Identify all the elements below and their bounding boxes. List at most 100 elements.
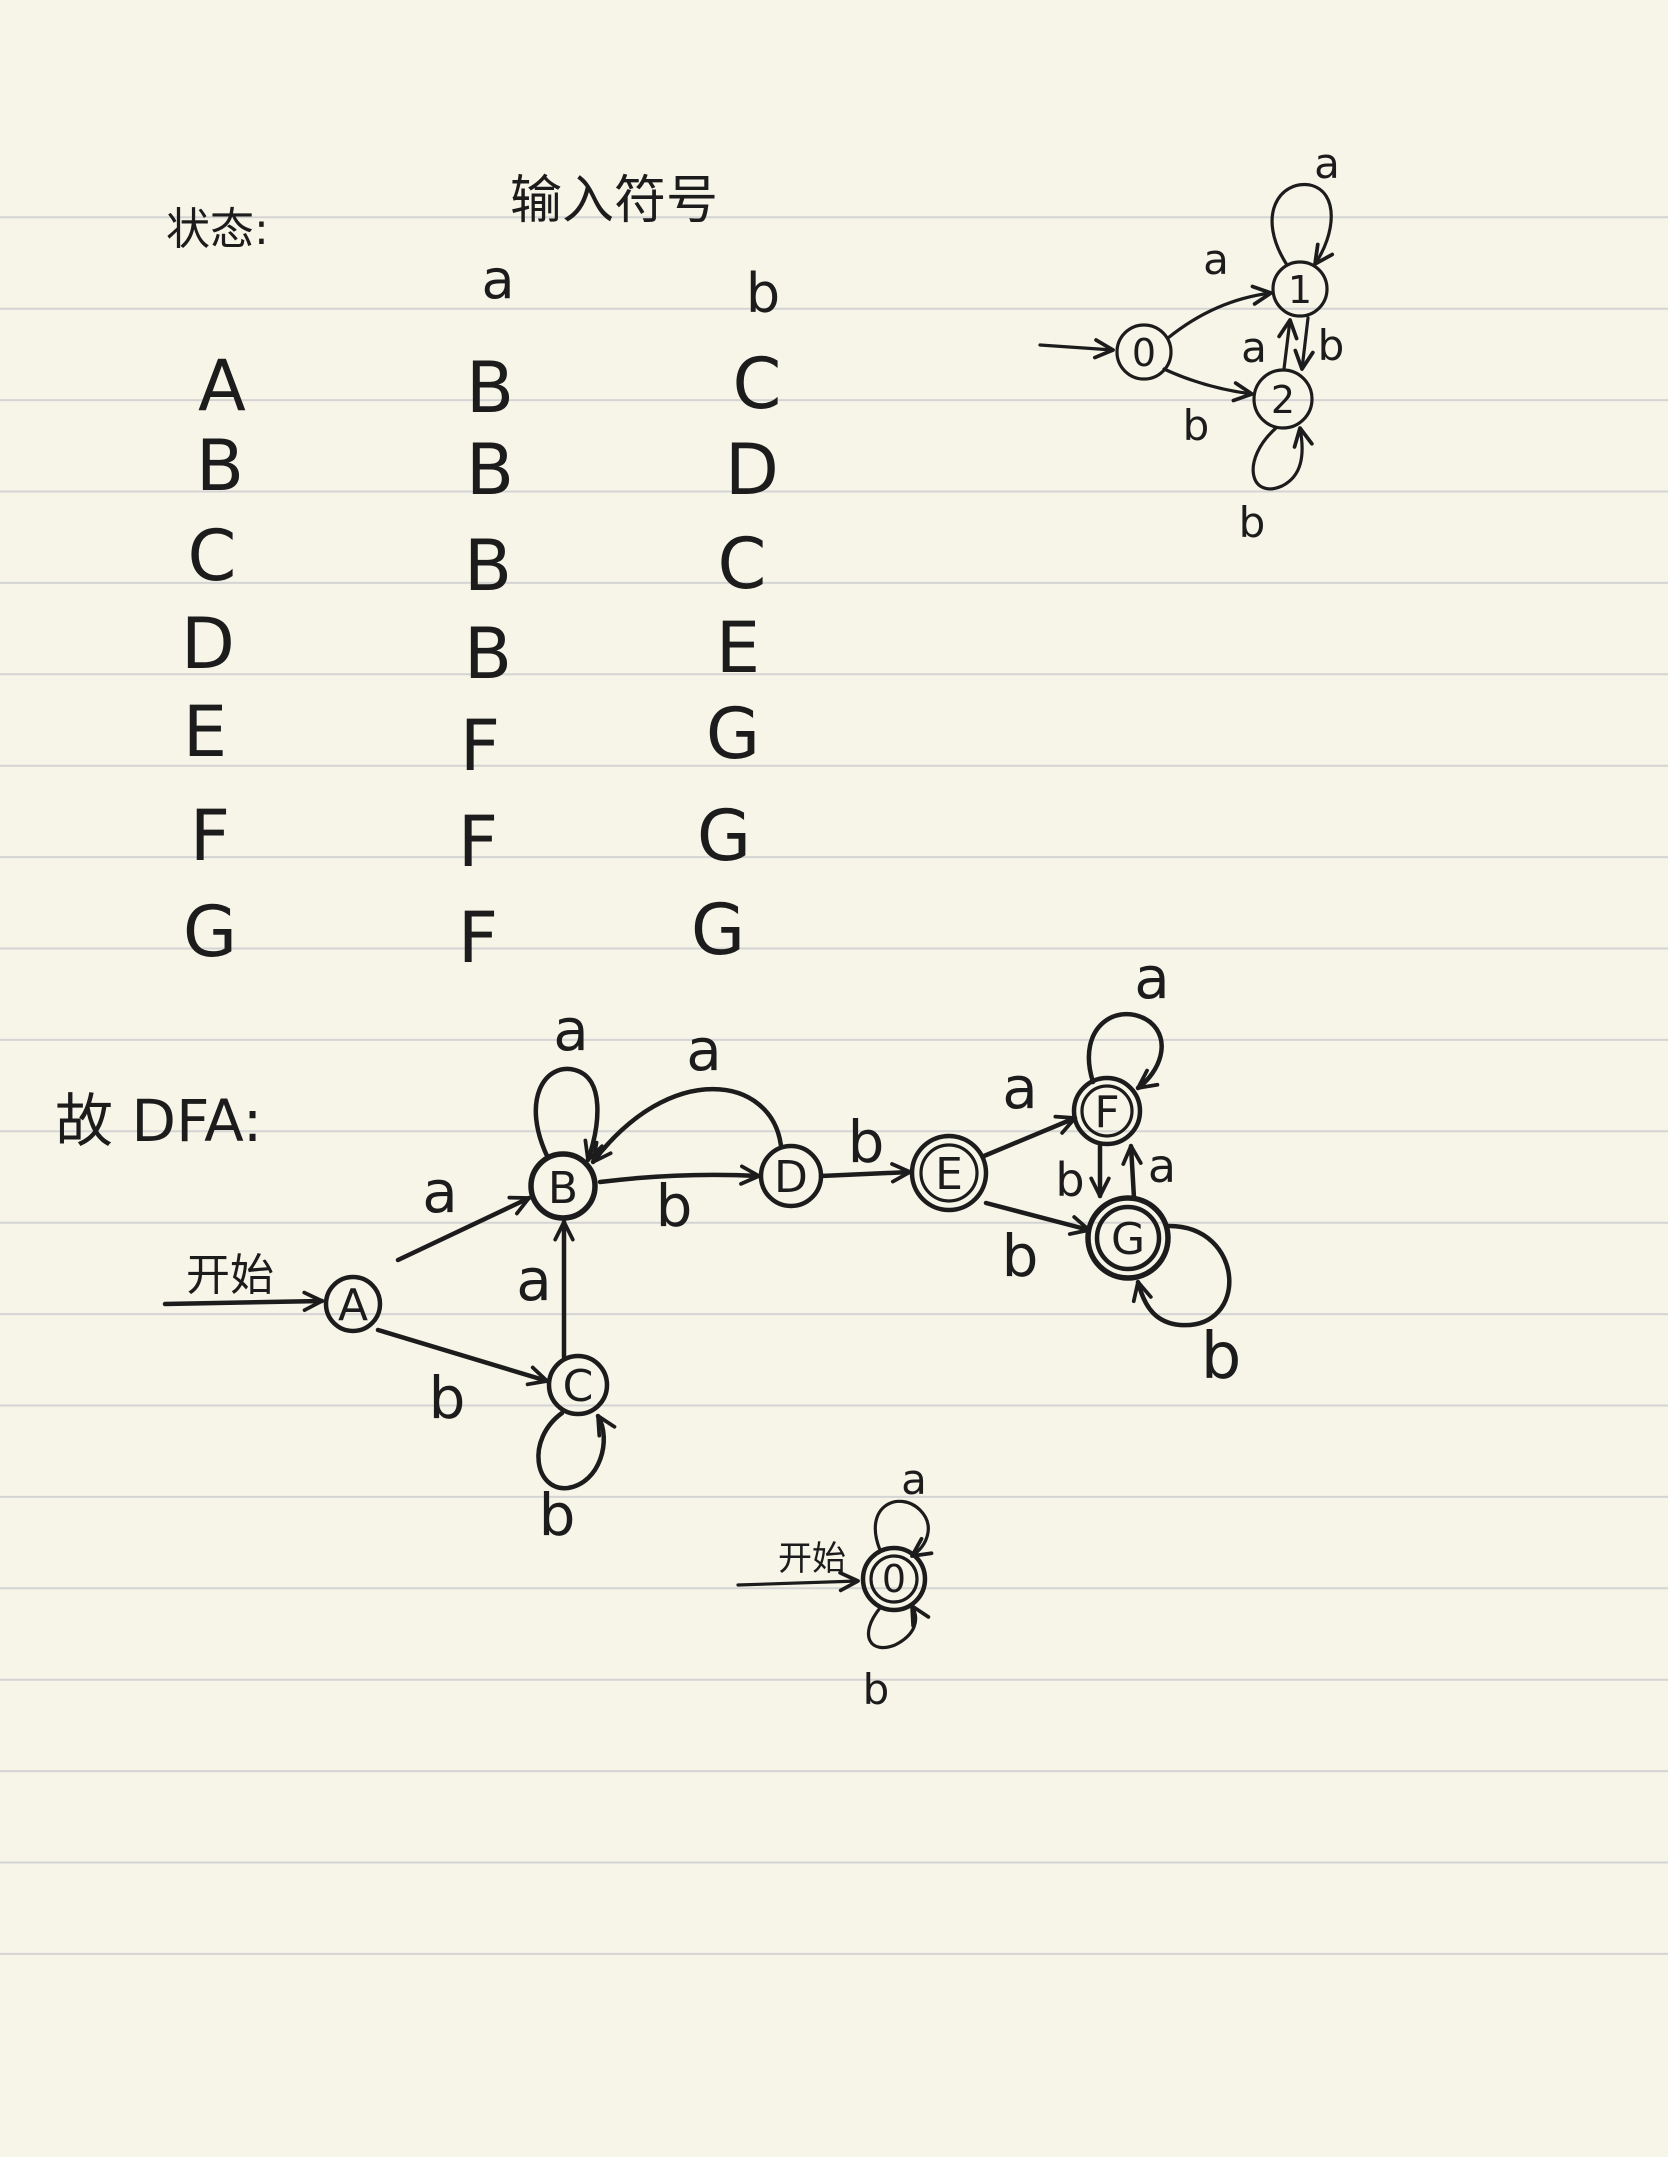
nfa-state: 0 — [1115, 323, 1173, 381]
self-loop-arrow — [1251, 426, 1314, 491]
state-circle — [546, 1353, 610, 1417]
transition-label: a — [422, 1158, 458, 1226]
nfa-start-arrow — [1038, 338, 1115, 360]
transition-arrow — [818, 1162, 913, 1184]
state-circle — [323, 1274, 383, 1334]
self-loop-arrow — [873, 1499, 934, 1558]
min-dfa-diagram: 开始 0 a b — [736, 1455, 934, 1714]
transition-label: b — [429, 1364, 466, 1432]
dfa-transition: b — [983, 1200, 1092, 1290]
row-state: A — [198, 345, 246, 427]
state-outer-circle — [1085, 1195, 1171, 1281]
transition-arrow — [375, 1327, 550, 1387]
min-dfa-state-accepting: 0 — [860, 1545, 928, 1613]
row-state: F — [190, 795, 230, 877]
self-loop-arrow — [1131, 1223, 1232, 1328]
row-state: C — [188, 515, 237, 597]
row-state: B — [196, 425, 244, 507]
dfa-transition: a — [395, 1158, 532, 1263]
nfa-transition: a — [1270, 139, 1340, 267]
transition-label: a — [1203, 235, 1229, 284]
self-loop-arrow — [866, 1604, 931, 1650]
row-next-on-a: B — [466, 429, 514, 511]
transition-label: a — [1314, 139, 1340, 188]
nfa-transition: b — [1162, 367, 1254, 450]
transition-label: b — [539, 1481, 576, 1549]
input-symbols-heading: 输入符号 — [510, 171, 718, 231]
dfa-transition: a — [981, 1054, 1078, 1159]
self-loop-arrow — [536, 1410, 617, 1491]
row-next-on-b: G — [697, 795, 751, 877]
row-next-on-b: D — [725, 429, 779, 511]
dfa-state-accepting: F — [1071, 1075, 1143, 1147]
state-inner-circle — [919, 1143, 979, 1203]
self-loop-arrow — [1270, 182, 1335, 267]
nfa-sketch: 0 1 2 a b a b a — [1038, 139, 1345, 547]
transition-label: b — [1055, 1153, 1084, 1207]
transition-label: b — [1318, 321, 1345, 370]
state-label: E — [935, 1149, 963, 1200]
state-label: F — [1094, 1087, 1119, 1138]
transition-label: a — [1134, 944, 1170, 1012]
dfa-transition: b — [1055, 1143, 1111, 1207]
row-next-on-b: E — [716, 607, 760, 689]
min-dfa-start-arrow — [736, 1570, 860, 1593]
state-label: A — [338, 1280, 368, 1331]
dfa-heading: 故 DFA: — [55, 1087, 262, 1155]
dfa-transition: a — [1086, 944, 1170, 1091]
row-next-on-b: G — [706, 693, 760, 775]
transition-label: b — [1239, 498, 1266, 547]
dfa-start-arrow — [162, 1290, 325, 1313]
transition-label: a — [553, 996, 589, 1064]
state-outer-circle — [1071, 1075, 1143, 1147]
row-next-on-a: F — [458, 897, 498, 979]
table-row: G F G — [183, 889, 745, 979]
dfa-transition: a — [516, 1219, 575, 1360]
nfa-transition: b — [1293, 316, 1345, 371]
transition-arrow — [1162, 367, 1254, 403]
table-row: F F G — [190, 795, 751, 883]
nfa-transition: a — [1241, 318, 1299, 372]
min-dfa-transition: a — [873, 1455, 934, 1558]
dfa-transition: a — [1121, 1139, 1176, 1201]
table-row: B B D — [196, 425, 779, 511]
transition-label: a — [1002, 1054, 1038, 1122]
nfa-state: 1 — [1271, 260, 1329, 318]
row-next-on-a: F — [458, 801, 498, 883]
dfa-start-label: 开始 — [186, 1250, 274, 1301]
state-label: C — [563, 1361, 594, 1412]
state-label: 0 — [882, 1557, 906, 1601]
state-label: 2 — [1271, 378, 1295, 422]
transition-label: a — [901, 1455, 927, 1504]
dfa-transition: b — [597, 1164, 762, 1240]
row-next-on-a: F — [460, 705, 500, 787]
state-label: 1 — [1288, 268, 1312, 312]
transition-label: b — [863, 1665, 890, 1714]
nfa-transition: b — [1239, 426, 1314, 547]
transition-arrow — [597, 1164, 762, 1186]
state-circle — [1115, 323, 1173, 381]
dfa-state: D — [758, 1143, 824, 1209]
transition-arrow — [395, 1195, 532, 1263]
dfa-transition: b — [375, 1327, 550, 1432]
row-next-on-b: C — [733, 343, 782, 425]
row-next-on-a: B — [464, 613, 512, 695]
row-next-on-a: B — [464, 525, 512, 607]
transition-label: a — [1148, 1139, 1176, 1193]
transition-label: a — [1241, 323, 1267, 372]
transition-label: a — [686, 1016, 722, 1084]
self-loop-arrow — [1086, 1011, 1164, 1091]
row-state: E — [183, 691, 227, 773]
transition-label: a — [516, 1246, 552, 1314]
dfa-state-accepting: G — [1085, 1195, 1171, 1281]
ruled-lines — [0, 216, 1668, 1955]
dfa-state-accepting: E — [909, 1133, 989, 1213]
nfa-transition: a — [1166, 235, 1273, 340]
symbol-b-heading: b — [746, 262, 780, 325]
transition-table: 状态: 输入符号 a b A B C B B D C B C D B E E F… — [166, 171, 781, 979]
transition-arrow — [983, 1200, 1092, 1236]
dfa-transition: b — [536, 1410, 617, 1549]
transition-label: b — [1002, 1222, 1039, 1290]
transition-label: b — [656, 1172, 693, 1240]
